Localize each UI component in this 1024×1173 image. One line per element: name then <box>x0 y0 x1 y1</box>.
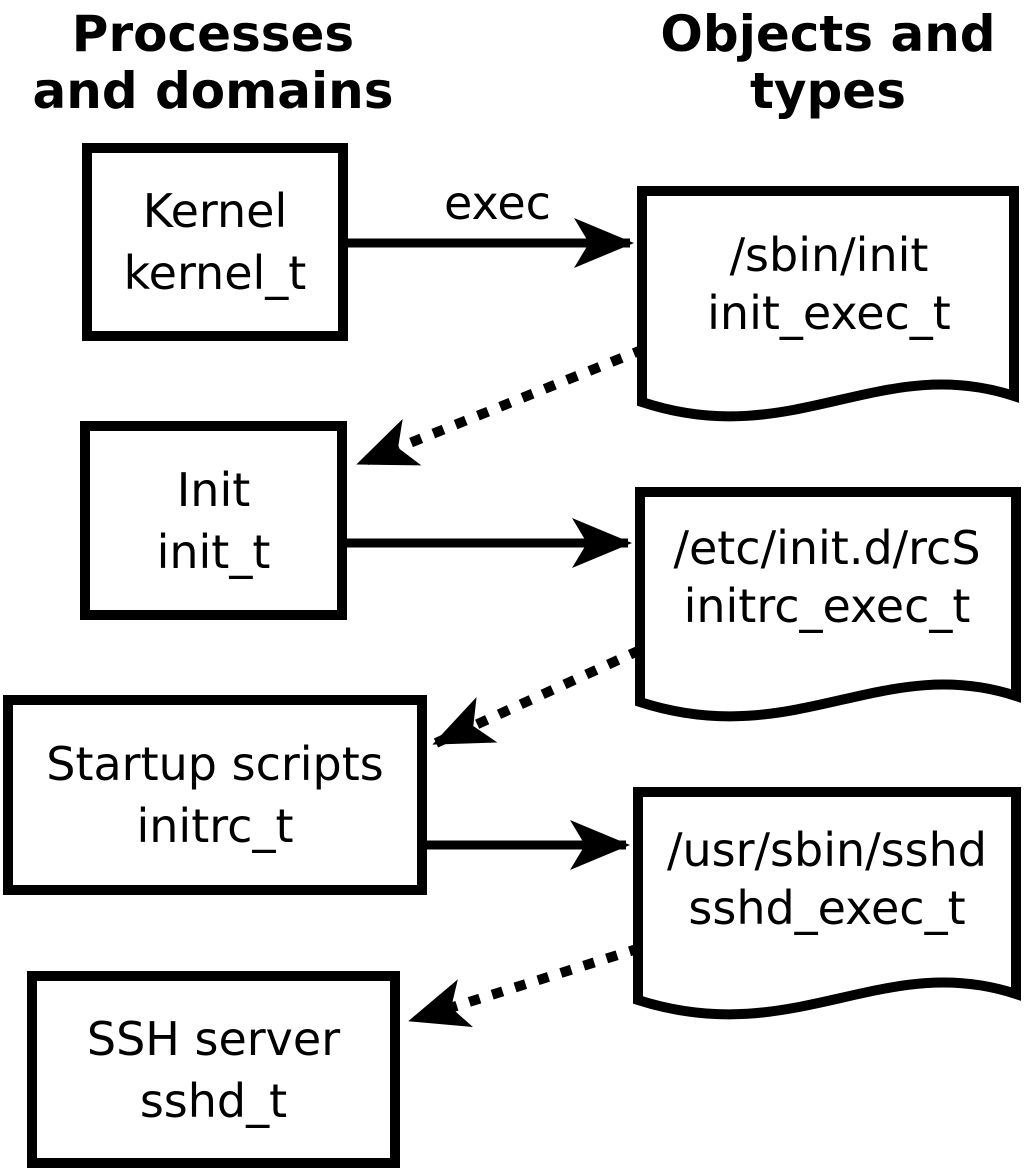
process-name: Init <box>176 462 251 517</box>
left-header-line1: Processes <box>71 5 355 63</box>
right-column-header: Objects and types <box>645 6 1011 120</box>
object-path: /usr/sbin/sshd <box>667 823 987 877</box>
object-type: init_exec_t <box>707 286 951 340</box>
process-name: Startup scripts <box>46 737 384 791</box>
process-box-init: Init init_t <box>80 421 347 620</box>
process-domain: initrc_t <box>136 799 294 853</box>
process-box-ssh-server: SSH server sshd_t <box>27 971 400 1168</box>
process-name: SSH server <box>86 1011 341 1066</box>
process-box-kernel: Kernel kernel_t <box>82 143 348 341</box>
right-header-line2: types <box>750 62 906 120</box>
object-type: initrc_exec_t <box>683 579 971 633</box>
document-shape-etc-initd-rcs <box>635 487 1021 722</box>
edge-label-exec: exec <box>444 176 551 230</box>
left-column-header: Processes and domains <box>30 6 396 120</box>
object-path: /etc/init.d/rcS <box>673 521 981 575</box>
process-domain: init_t <box>156 524 271 579</box>
object-doc-usr-sbin-sshd: /usr/sbin/sshd sshd_exec_t <box>638 821 1016 937</box>
object-type: sshd_exec_t <box>688 881 966 935</box>
object-doc-sbin-init: /sbin/init init_exec_t <box>640 226 1018 342</box>
dotted-arrow-sbin-init-to-init <box>356 344 646 468</box>
right-header-line1: Objects and <box>660 5 996 63</box>
process-box-startup-scripts: Startup scripts initrc_t <box>3 695 427 895</box>
process-name: Kernel <box>142 184 288 238</box>
document-shape-usr-sbin-sshd <box>633 787 1021 1020</box>
object-path: /sbin/init <box>729 228 929 282</box>
process-domain: kernel_t <box>123 246 307 300</box>
left-header-line2: and domains <box>32 62 394 120</box>
object-doc-etc-initd-rcs: /etc/init.d/rcS initrc_exec_t <box>638 519 1016 635</box>
process-domain: sshd_t <box>139 1073 288 1128</box>
dotted-arrow-rcs-to-startup <box>432 645 643 748</box>
document-shape-sbin-init <box>637 186 1019 422</box>
dotted-arrow-sshd-to-sshserver <box>408 943 642 1027</box>
